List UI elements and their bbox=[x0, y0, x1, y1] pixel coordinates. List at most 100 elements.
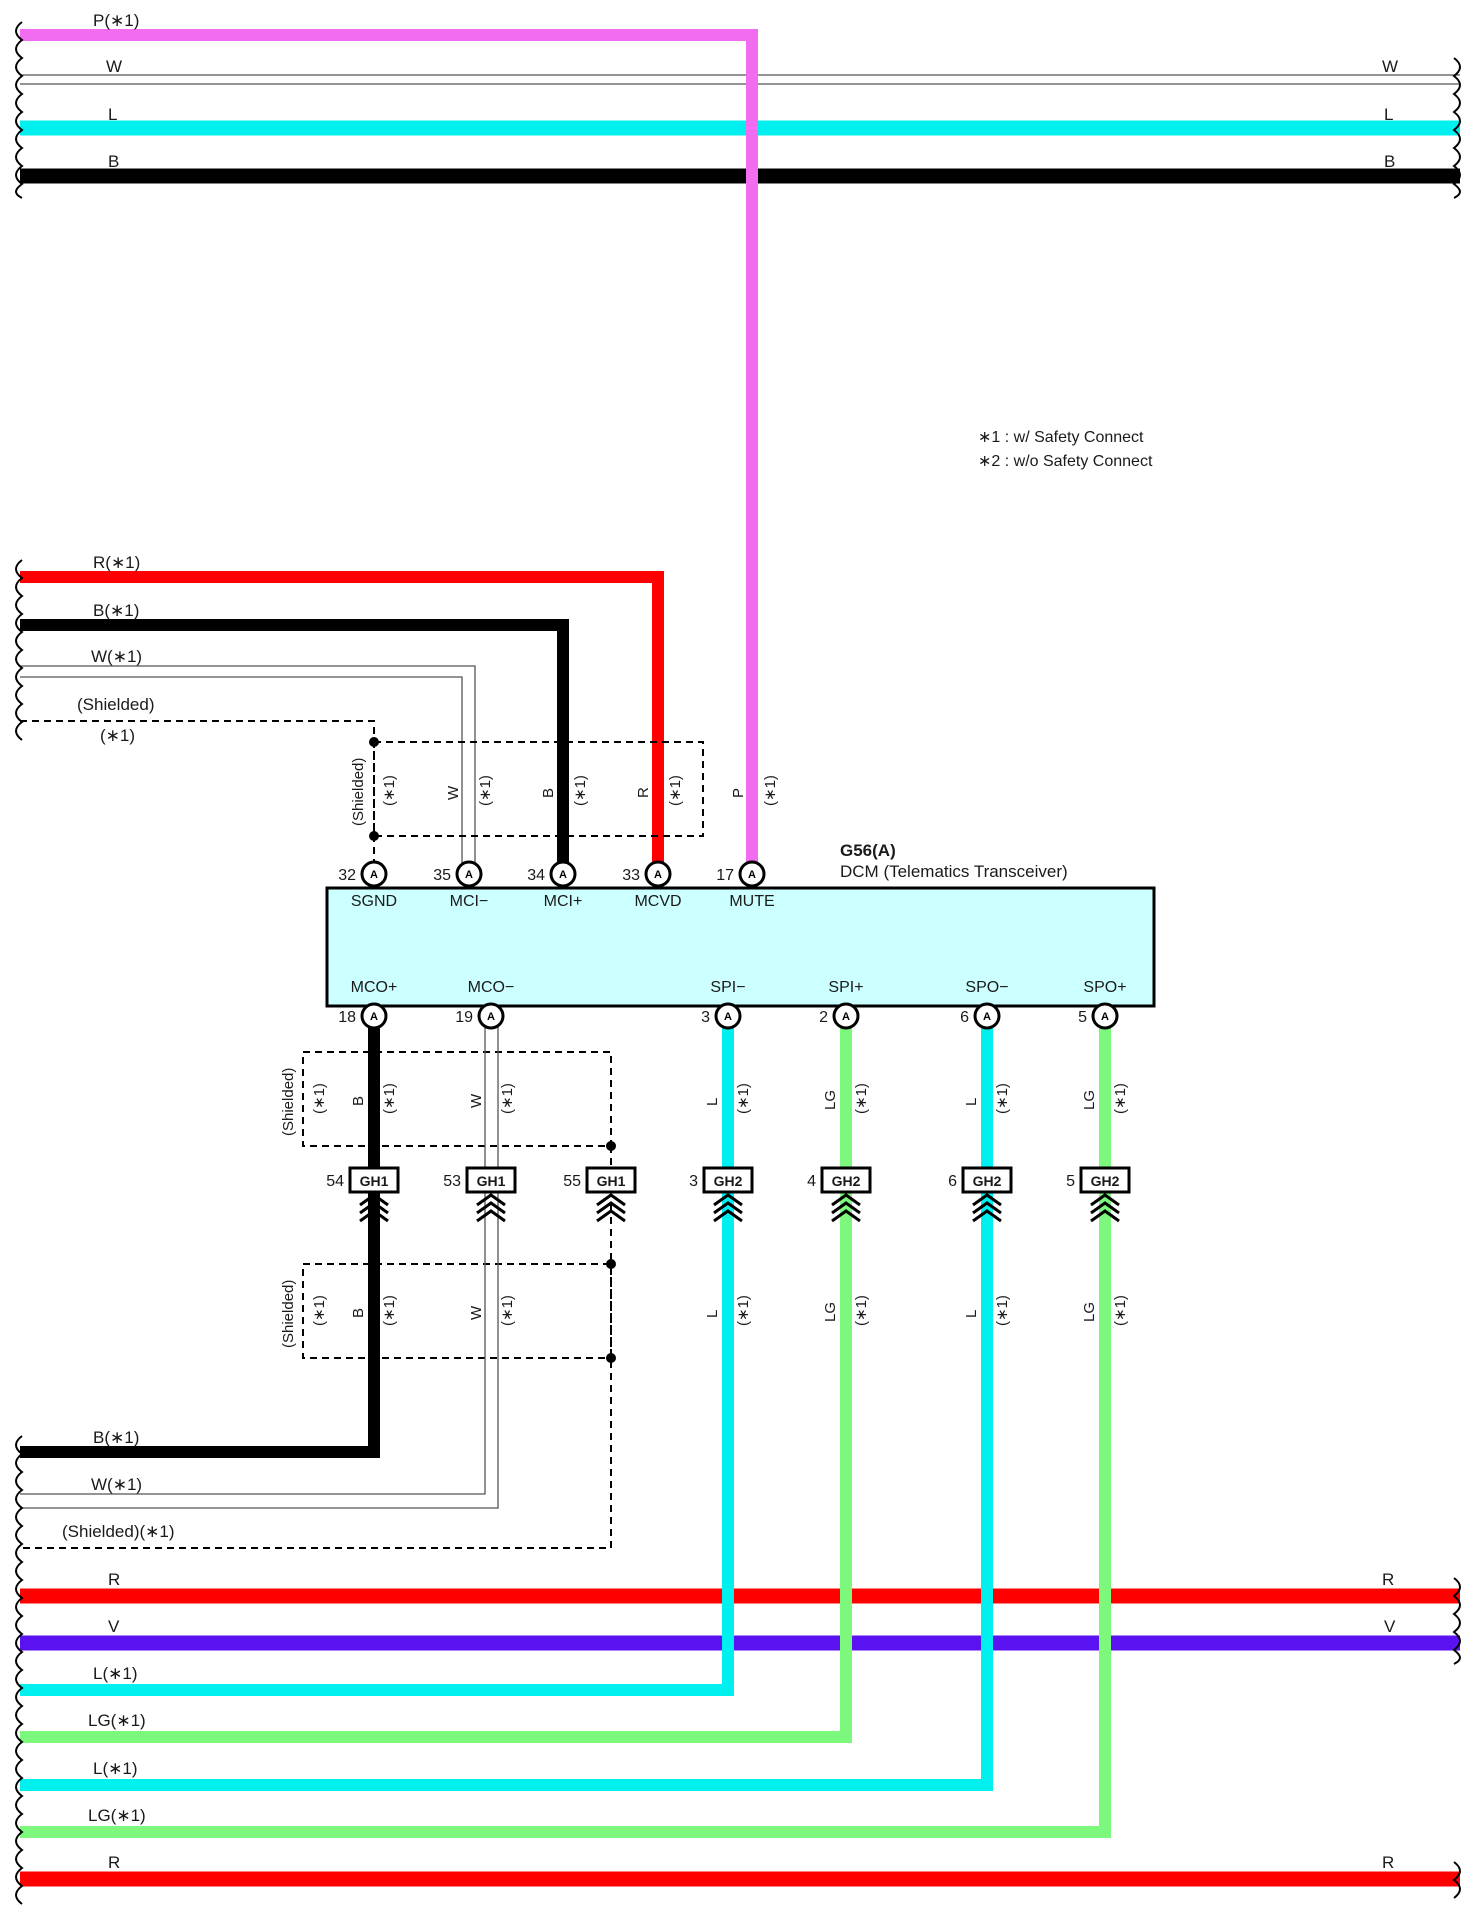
wire-lg-spo-plus bbox=[20, 1016, 1111, 1838]
rot-label-r: R bbox=[635, 787, 652, 798]
connector-letter: A bbox=[724, 1011, 732, 1023]
bottom-wire-label: L(∗1) bbox=[93, 1664, 137, 1683]
rot-label: (∗1) bbox=[735, 1083, 752, 1114]
pin-number: 2 bbox=[819, 1009, 828, 1026]
shield-dot bbox=[606, 1259, 616, 1269]
pin-signal: SGND bbox=[351, 893, 397, 910]
top-wire-label-0: P(∗1) bbox=[93, 11, 139, 30]
junction-gh2-6: GH2 6 bbox=[948, 1166, 1013, 1223]
wire-l-spo-minus bbox=[20, 1016, 993, 1791]
pin-signal: MUTE bbox=[729, 893, 774, 910]
rot-label: LG bbox=[822, 1090, 839, 1110]
connector-letter: A bbox=[842, 1011, 850, 1023]
rot-label: (∗1) bbox=[499, 1083, 516, 1114]
junction-label: GH2 bbox=[832, 1173, 861, 1189]
top-pin-mute: A 17 MUTE bbox=[716, 860, 775, 910]
rot-label: (∗1) bbox=[853, 1083, 870, 1114]
shield-box-upper bbox=[373, 741, 704, 837]
rot-label-note: (∗1) bbox=[762, 775, 779, 806]
component-name: DCM (Telematics Transceiver) bbox=[840, 862, 1068, 881]
pin-number: 6 bbox=[960, 1009, 969, 1026]
upper-wire-label-shield-note: (∗1) bbox=[100, 726, 135, 745]
bottom-wire-label: LG(∗1) bbox=[88, 1711, 146, 1730]
connector-letter: A bbox=[1101, 1011, 1109, 1023]
pin-signal: SPI− bbox=[710, 979, 745, 996]
dcm-component-box bbox=[325, 886, 1156, 1008]
wire-p-mute bbox=[20, 29, 758, 866]
upper-wire-label-shield: (Shielded) bbox=[77, 695, 155, 714]
component-id: G56(A) bbox=[840, 841, 896, 860]
junction-label: GH1 bbox=[360, 1173, 389, 1189]
top-wire-label-1: W bbox=[106, 57, 122, 76]
lower-wire-label-w: W(∗1) bbox=[91, 1475, 142, 1494]
top-wire-label-3r: B bbox=[1384, 152, 1395, 171]
rot-label: (∗1) bbox=[735, 1295, 752, 1326]
pin-signal: MCVD bbox=[634, 893, 681, 910]
note-1: ∗1 : w/ Safety Connect bbox=[978, 429, 1144, 446]
break-marks bbox=[15, 21, 1461, 1905]
bottom-pin-mco-minus: MCO− A 19 bbox=[455, 979, 515, 1030]
rot-label-w: W bbox=[445, 785, 462, 800]
wire-b-mci-plus bbox=[20, 619, 569, 866]
pin-number: 34 bbox=[527, 867, 545, 884]
rot-label-shielded-top: (Shielded) bbox=[350, 758, 367, 826]
shield-dot bbox=[369, 831, 379, 841]
lower-wire-group bbox=[20, 1016, 1460, 1887]
pin-number: 17 bbox=[716, 867, 734, 884]
lower-wire-label-shield: (Shielded)(∗1) bbox=[62, 1522, 175, 1541]
junction-label: GH2 bbox=[714, 1173, 743, 1189]
note-2: ∗2 : w/o Safety Connect bbox=[978, 453, 1153, 470]
wire-b-mco-plus bbox=[20, 1016, 380, 1458]
junction-gh2-4: GH2 4 bbox=[807, 1166, 872, 1223]
upper-wire-label-w: W(∗1) bbox=[91, 647, 142, 666]
connector-letter: A bbox=[370, 869, 378, 881]
top-pin-mcvd: A 33 MCVD bbox=[622, 860, 682, 910]
rot-label: B bbox=[350, 1096, 367, 1106]
bottom-pin-spo-plus: SPO+ A 5 bbox=[1078, 979, 1127, 1030]
rot-label-p: P bbox=[730, 788, 747, 798]
connector-letter: A bbox=[465, 869, 473, 881]
rot-label-note: (∗1) bbox=[477, 775, 494, 806]
pin-signal: MCO− bbox=[468, 979, 515, 996]
rot-label: (∗1) bbox=[381, 1083, 398, 1114]
top-pin-sgnd: A 32 SGND bbox=[338, 860, 397, 910]
bottom-pin-spi-plus: SPI+ A 2 bbox=[819, 979, 864, 1030]
top-wire-label-2r: L bbox=[1384, 105, 1393, 124]
wire-r-mcvd bbox=[20, 571, 664, 866]
wire-shield-lower-2 bbox=[20, 1205, 612, 1549]
rot-label-shielded-low: (Shielded) bbox=[280, 1280, 297, 1348]
junction-number: 54 bbox=[326, 1173, 344, 1190]
junction-gh1-54: GH1 54 bbox=[326, 1166, 400, 1223]
wire-w-mco-minus-b bbox=[20, 1016, 499, 1509]
junction-gh2-3: GH2 3 bbox=[689, 1166, 754, 1223]
rot-label: L bbox=[963, 1310, 980, 1318]
wire-l-spi-minus bbox=[20, 1016, 734, 1696]
shield-dot bbox=[369, 737, 379, 747]
pin-number: 35 bbox=[433, 867, 451, 884]
pin-number: 3 bbox=[701, 1009, 710, 1026]
rot-label-b: B bbox=[540, 788, 557, 798]
junction-number: 6 bbox=[948, 1173, 957, 1190]
junction-gh1-55: GH1 55 bbox=[563, 1166, 637, 1223]
rot-label-note: (∗1) bbox=[572, 775, 589, 806]
pin-number: 5 bbox=[1078, 1009, 1087, 1026]
rot-label: (∗1) bbox=[1112, 1083, 1129, 1114]
bottom-pin-mco-plus: MCO+ A 18 bbox=[338, 979, 398, 1030]
bottom-wire-label: R bbox=[1382, 1853, 1394, 1872]
pin-number: 32 bbox=[338, 867, 356, 884]
junction-number: 5 bbox=[1066, 1173, 1075, 1190]
lower-wire-label-b: B(∗1) bbox=[93, 1428, 139, 1447]
junction-gh2-5: GH2 5 bbox=[1066, 1166, 1131, 1223]
top-pin-mci-plus: A 34 MCI+ bbox=[527, 860, 582, 910]
upper-wire-label-b: B(∗1) bbox=[93, 601, 139, 620]
shield-dot bbox=[606, 1353, 616, 1363]
bottom-wire-label: LG(∗1) bbox=[88, 1806, 146, 1825]
pin-signal: MCO+ bbox=[351, 979, 398, 996]
junction-label: GH1 bbox=[597, 1173, 626, 1189]
shield-box-mid bbox=[302, 1051, 612, 1147]
upper-wire-label-r: R(∗1) bbox=[93, 553, 140, 572]
rot-label-shielded-mid: (Shielded) bbox=[280, 1068, 297, 1136]
pin-signal: SPO+ bbox=[1083, 979, 1126, 996]
rot-label: (∗1) bbox=[994, 1083, 1011, 1114]
